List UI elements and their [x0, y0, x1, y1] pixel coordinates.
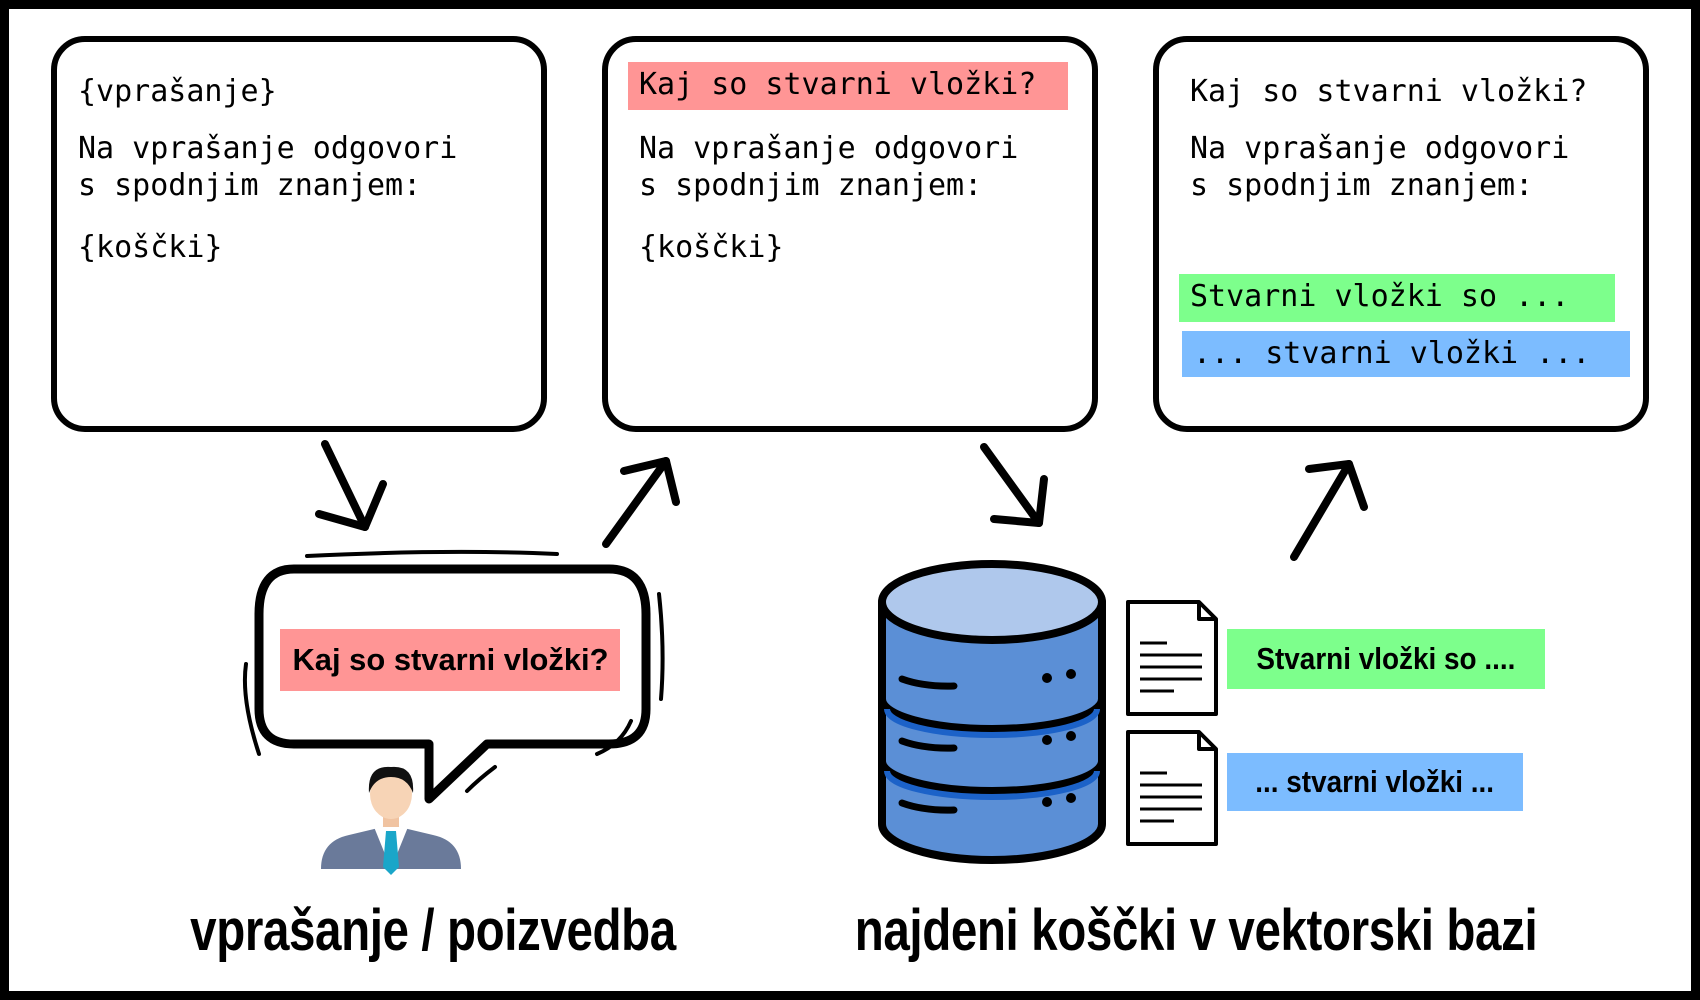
question-text: Kaj so stvarni vložki?	[1190, 74, 1588, 109]
retrieved-chunk-2: ... stvarni vložki ...	[1227, 753, 1523, 811]
caption-query: vprašanje / poizvedba	[190, 898, 676, 963]
prompt-template-box: {vprašanje} Na vprašanje odgovori s spod…	[51, 36, 547, 432]
person-icon	[321, 766, 461, 875]
instruction-line-1: Na vprašanje odgovori	[1190, 131, 1570, 166]
illustration-layer	[242, 440, 1368, 875]
chunks-placeholder: {koščki}	[78, 230, 223, 265]
arrow-up-icon	[1290, 460, 1368, 561]
chunk-2-highlight: ... stvarni vložki ...	[1182, 331, 1630, 377]
instruction-line-2: s spodnjim znanjem:	[78, 168, 422, 203]
caption-retrieved-chunks: najdeni koščki v vektorski bazi	[854, 898, 1538, 963]
arrow-down-icon	[315, 440, 387, 531]
instruction-line-1: Na vprašanje odgovori	[639, 131, 1019, 166]
instruction-line-2: s spodnjim znanjem:	[1190, 168, 1534, 203]
final-prompt-box: Kaj so stvarni vložki? Na vprašanje odgo…	[1153, 36, 1649, 432]
instruction-line-2: s spodnjim znanjem:	[639, 168, 983, 203]
document-icon	[1126, 600, 1218, 716]
instruction-line-1: Na vprašanje odgovori	[78, 131, 458, 166]
chunk-1-highlight: Stvarni vložki so ...	[1179, 274, 1615, 322]
user-query-text: Kaj so stvarni vložki?	[280, 629, 620, 691]
retrieved-chunk-1: Stvarni vložki so ....	[1227, 629, 1545, 689]
arrow-up-icon	[602, 457, 680, 548]
prompt-with-question-box: Kaj so stvarni vložki? Na vprašanje odgo…	[602, 36, 1098, 432]
arrow-down-icon	[980, 443, 1048, 527]
document-icon	[1126, 730, 1218, 846]
chunks-placeholder: {koščki}	[639, 230, 784, 265]
question-placeholder: {vprašanje}	[78, 74, 277, 109]
database-icon	[878, 560, 1106, 864]
question-highlight: Kaj so stvarni vložki?	[628, 62, 1068, 110]
